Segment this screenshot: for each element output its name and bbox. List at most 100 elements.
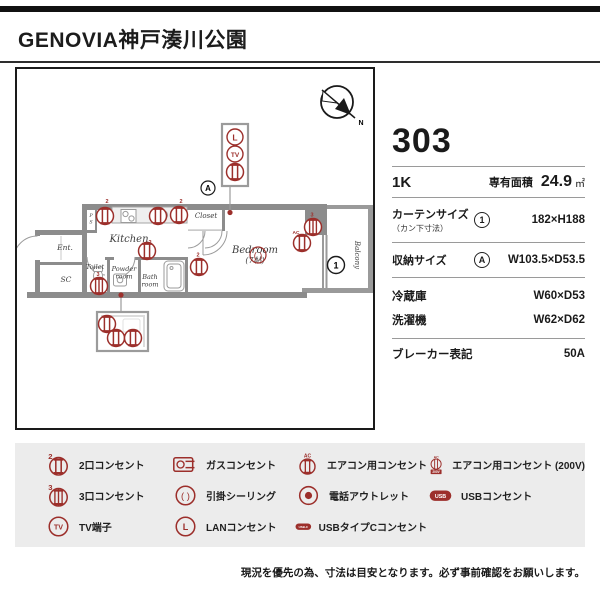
storage-label: 収納サイズ bbox=[392, 255, 447, 267]
tv-outlet-icon bbox=[226, 145, 244, 163]
legend-label: 3口コンセント bbox=[79, 492, 145, 503]
tv-letter: TV bbox=[231, 152, 240, 159]
svg-text:( ): ( ) bbox=[181, 491, 190, 502]
legend-label: 引掛シーリング bbox=[206, 492, 276, 503]
lan-outlet-icon bbox=[226, 128, 244, 146]
lan-outlet-icon: L bbox=[175, 516, 196, 537]
disclaimer-text: 現況を優先の為、寸法は目安となります。必ず事前確認をお願いします。 bbox=[240, 567, 585, 579]
legend-panel: 2 2口コンセント ガスコンセント AC bbox=[15, 443, 585, 547]
storage-value: W103.5×D53.5 bbox=[507, 254, 585, 266]
breaker-value: 50A bbox=[563, 348, 585, 360]
legend-label: ガスコンセント bbox=[206, 461, 276, 472]
ac-label: AC bbox=[293, 230, 300, 236]
legend-item-gas: ガスコンセント bbox=[172, 451, 295, 478]
room-label-bath-1: Bath bbox=[141, 273, 157, 281]
room-label-bath-2: room bbox=[141, 281, 158, 289]
plan-markers: A 1 bbox=[200, 180, 346, 275]
stove-icon bbox=[120, 209, 137, 223]
legend-item-usbc: USB-C USBタイプCコンセント bbox=[295, 513, 427, 540]
usbc-outlet-icon: USB-C bbox=[295, 523, 312, 530]
room-labels: Ent. SC Toilet Powder room Bath room Kit… bbox=[56, 212, 361, 289]
ac-outlet-icon bbox=[292, 233, 312, 253]
area-value: 24.9 bbox=[540, 173, 572, 190]
legend-label: 2口コンセント bbox=[79, 461, 145, 472]
room-label-entrance: Ent. bbox=[56, 243, 73, 252]
outlet-count: 2 bbox=[196, 253, 199, 259]
legend-label: TV端子 bbox=[79, 523, 112, 534]
legend-label: LANコンセント bbox=[206, 523, 277, 534]
area-unit: ㎡ bbox=[575, 178, 585, 190]
svg-text:USB: USB bbox=[435, 494, 446, 500]
ac-200v-outlet-icon: AC 200V bbox=[430, 455, 442, 474]
breaker-label: ブレーカー表記 bbox=[392, 349, 473, 361]
storage-marker: A bbox=[474, 252, 490, 268]
ac-outlet-icon: AC bbox=[299, 453, 316, 475]
lan-letter: L bbox=[232, 133, 237, 143]
north-label: N bbox=[358, 120, 363, 127]
legend-label: エアコン用コンセント (200V) bbox=[452, 461, 585, 472]
washer-value: W62×D62 bbox=[533, 314, 585, 326]
outlet2-icon bbox=[106, 328, 126, 348]
ceiling-light-icon bbox=[249, 246, 267, 264]
legend-item-tv: TV TV端子 bbox=[45, 513, 172, 540]
curtain-marker-1: 1 bbox=[333, 261, 338, 271]
callout-anchor-dot bbox=[118, 292, 124, 298]
curtain-label: カーテンサイズ bbox=[392, 209, 469, 221]
outlet2-icon: 2 bbox=[48, 452, 68, 476]
compass-north-icon: N bbox=[320, 85, 364, 127]
room-label-powder-2: room bbox=[115, 273, 132, 281]
washer-label: 洗濯機 bbox=[392, 315, 427, 327]
outlet2-icon bbox=[137, 241, 157, 261]
gas-outlet-icon bbox=[173, 456, 195, 473]
legend-item-ac200: AC 200V エアコン用コンセント (200V) bbox=[427, 450, 585, 480]
title-divider bbox=[0, 61, 600, 63]
room-label-powder-1: Powder bbox=[111, 265, 138, 273]
walls bbox=[27, 204, 373, 298]
page-title: GENOVIA神戸湊川公園 bbox=[18, 29, 248, 52]
divider bbox=[392, 277, 585, 278]
phone-outlet-icon bbox=[298, 485, 319, 506]
room-label-bedroom: Bedroom bbox=[231, 245, 278, 256]
svg-text:200V: 200V bbox=[432, 470, 440, 474]
svg-text:2: 2 bbox=[48, 452, 52, 461]
washer-row: 洗濯機 W62×D62 bbox=[392, 308, 585, 332]
outlet2-icon bbox=[225, 162, 245, 182]
curtain-size-row: カーテンサイズ （カン下寸法） 1 182×H188 bbox=[392, 198, 585, 242]
legend-item-outlet3: 3 3口コンセント bbox=[45, 481, 172, 510]
outlet2-icon bbox=[189, 257, 209, 277]
spec-panel: 303 1K 専有面積 24.9 ㎡ カーテンサイズ （カン下寸法） 1 182… bbox=[392, 124, 585, 369]
divider bbox=[392, 166, 585, 167]
ceiling-light-icon: ( ) bbox=[175, 485, 196, 506]
top-bar bbox=[0, 6, 600, 12]
curtain-value: 182×H188 bbox=[531, 214, 585, 226]
room-label-shoe-closet: SC bbox=[61, 275, 72, 284]
room-label-balcony: Balcony bbox=[353, 240, 361, 270]
callout-anchor-dot bbox=[227, 209, 233, 216]
legend-item-lan: L LANコンセント bbox=[172, 513, 295, 540]
legend-label: USBタイプCコンセント bbox=[318, 523, 427, 534]
storage-size-row: 収納サイズ A W103.5×D53.5 bbox=[392, 243, 585, 277]
bathtub-icon bbox=[163, 260, 185, 292]
divider bbox=[392, 338, 585, 339]
divider bbox=[392, 242, 585, 243]
legend-label: 電話アウトレット bbox=[329, 492, 409, 503]
svg-text:AC: AC bbox=[434, 455, 440, 459]
outlet3-icon bbox=[303, 217, 323, 237]
fridge-value: W60×D53 bbox=[533, 290, 585, 302]
outlet2-icon bbox=[169, 205, 189, 225]
legend-label: USBコンセント bbox=[461, 492, 533, 503]
curtain-sublabel: （カン下寸法） bbox=[392, 224, 448, 233]
svg-text:USB-C: USB-C bbox=[299, 525, 309, 529]
usb-outlet-icon: USB bbox=[429, 490, 452, 501]
outlet-count: 2 bbox=[105, 199, 108, 205]
legend-item-usb: USB USBコンセント bbox=[427, 482, 585, 509]
top-callout: L TV bbox=[220, 122, 250, 216]
outlet-count: 3 bbox=[310, 213, 313, 219]
room-label-kitchen: Kitchen bbox=[108, 234, 148, 245]
legend-label: エアコン用コンセント bbox=[327, 461, 427, 472]
outlet3-icon: 3 bbox=[48, 483, 68, 507]
svg-text:3: 3 bbox=[48, 483, 52, 492]
layout-type: 1K bbox=[392, 173, 412, 191]
ceiling-light-glyph: ( ) bbox=[254, 251, 263, 261]
